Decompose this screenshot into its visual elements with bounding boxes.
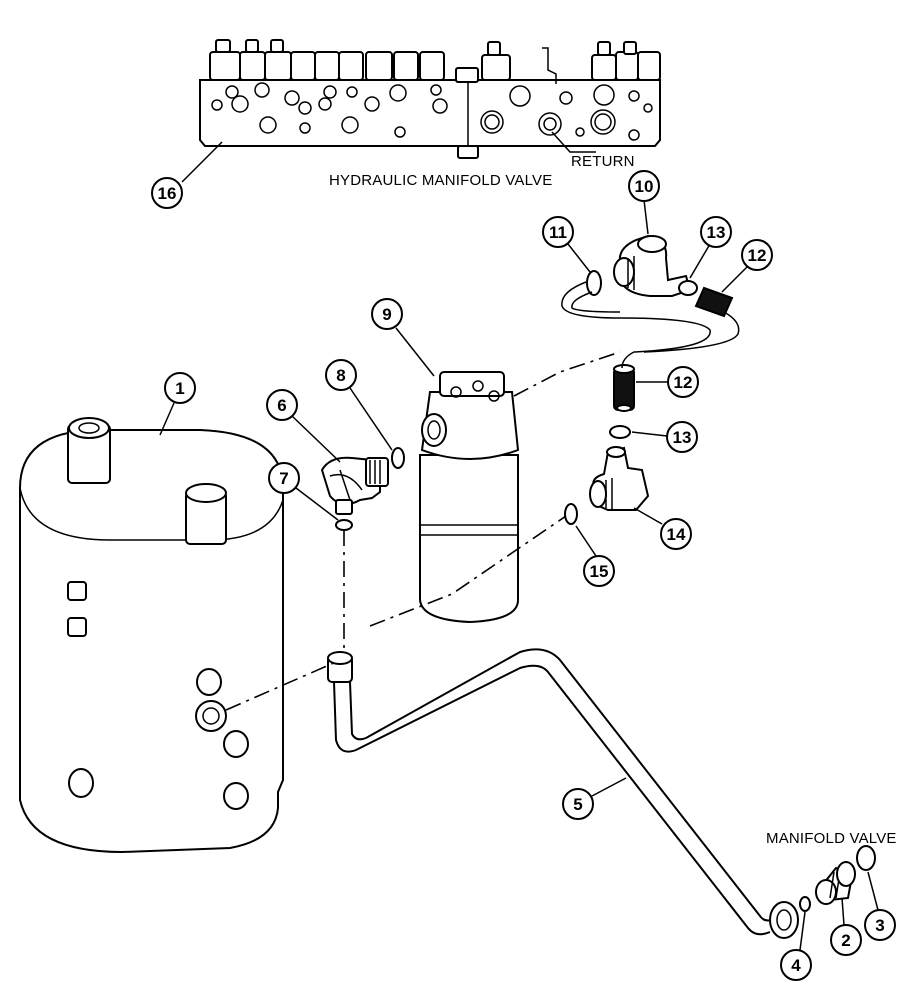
- callouts: 16 10 11 13 12 9 12: [151, 141, 896, 981]
- callout-14: 14: [633, 507, 692, 550]
- callout-16: 16: [151, 141, 223, 209]
- svg-text:13: 13: [707, 223, 726, 242]
- svg-text:13: 13: [673, 428, 692, 447]
- o-ring-4: [799, 896, 811, 912]
- hose-12b: [613, 364, 635, 412]
- elbow-fitting-14: [589, 446, 650, 511]
- hose-clamp-13b: [609, 425, 631, 439]
- svg-text:15: 15: [590, 562, 609, 581]
- callout-15: 15: [575, 525, 615, 587]
- callout-4: 4: [780, 911, 812, 981]
- callout-11: 11: [542, 216, 591, 273]
- svg-text:4: 4: [791, 956, 801, 975]
- svg-text:12: 12: [674, 373, 693, 392]
- reservoir-fittings: [67, 581, 249, 810]
- callout-7: 7: [268, 462, 339, 521]
- svg-text:8: 8: [336, 366, 345, 385]
- callout-3: 3: [864, 871, 896, 941]
- svg-text:12: 12: [748, 246, 767, 265]
- svg-text:16: 16: [158, 184, 177, 203]
- callout-6: 6: [266, 389, 341, 463]
- hydraulic-manifold-valve: [199, 39, 661, 159]
- manifold-ports: [211, 82, 653, 141]
- o-ring-15: [564, 503, 578, 525]
- callout-9: 9: [371, 298, 435, 377]
- hose-12a: [694, 286, 734, 318]
- o-ring-11: [586, 270, 602, 296]
- callout-8: 8: [325, 359, 393, 451]
- callout-2: 2: [830, 897, 862, 956]
- solenoid-coils-right: [481, 41, 661, 84]
- svg-text:7: 7: [279, 469, 288, 488]
- svg-text:5: 5: [573, 795, 582, 814]
- svg-text:6: 6: [277, 396, 286, 415]
- assembly-center-lines: [225, 351, 621, 711]
- solenoid-coils-left: [209, 39, 445, 81]
- svg-text:2: 2: [841, 931, 850, 950]
- callout-10: 10: [628, 170, 660, 235]
- callout-12a: 12: [721, 239, 773, 293]
- svg-text:1: 1: [175, 379, 184, 398]
- manifold-title-label: HYDRAULIC MANIFOLD VALVE: [329, 172, 552, 189]
- o-ring-3: [856, 845, 876, 871]
- svg-text:9: 9: [382, 305, 391, 324]
- connecting-hose-lines: [561, 281, 740, 369]
- callout-1: 1: [159, 372, 196, 436]
- callout-5: 5: [562, 777, 627, 820]
- elbow-fitting-10: [613, 234, 692, 297]
- adapter-fitting-2: [815, 861, 856, 905]
- hydraulic-reservoir: [19, 417, 284, 854]
- manifold-valve-label: MANIFOLD VALVE: [766, 830, 897, 847]
- return-tube-5: [327, 648, 799, 939]
- o-ring-8: [391, 447, 405, 469]
- svg-text:3: 3: [875, 916, 884, 935]
- svg-text:11: 11: [549, 223, 567, 242]
- svg-text:10: 10: [635, 177, 654, 196]
- o-ring-7: [335, 519, 353, 531]
- return-label: RETURN: [571, 153, 635, 170]
- callout-13a: 13: [689, 216, 732, 279]
- svg-text:14: 14: [667, 525, 686, 544]
- callout-12b: 12: [636, 366, 699, 398]
- elbow-fitting-6: [320, 456, 389, 515]
- hydraulic-filter: [419, 371, 520, 624]
- hose-clamp-13a: [678, 280, 698, 296]
- callout-13b: 13: [631, 421, 698, 453]
